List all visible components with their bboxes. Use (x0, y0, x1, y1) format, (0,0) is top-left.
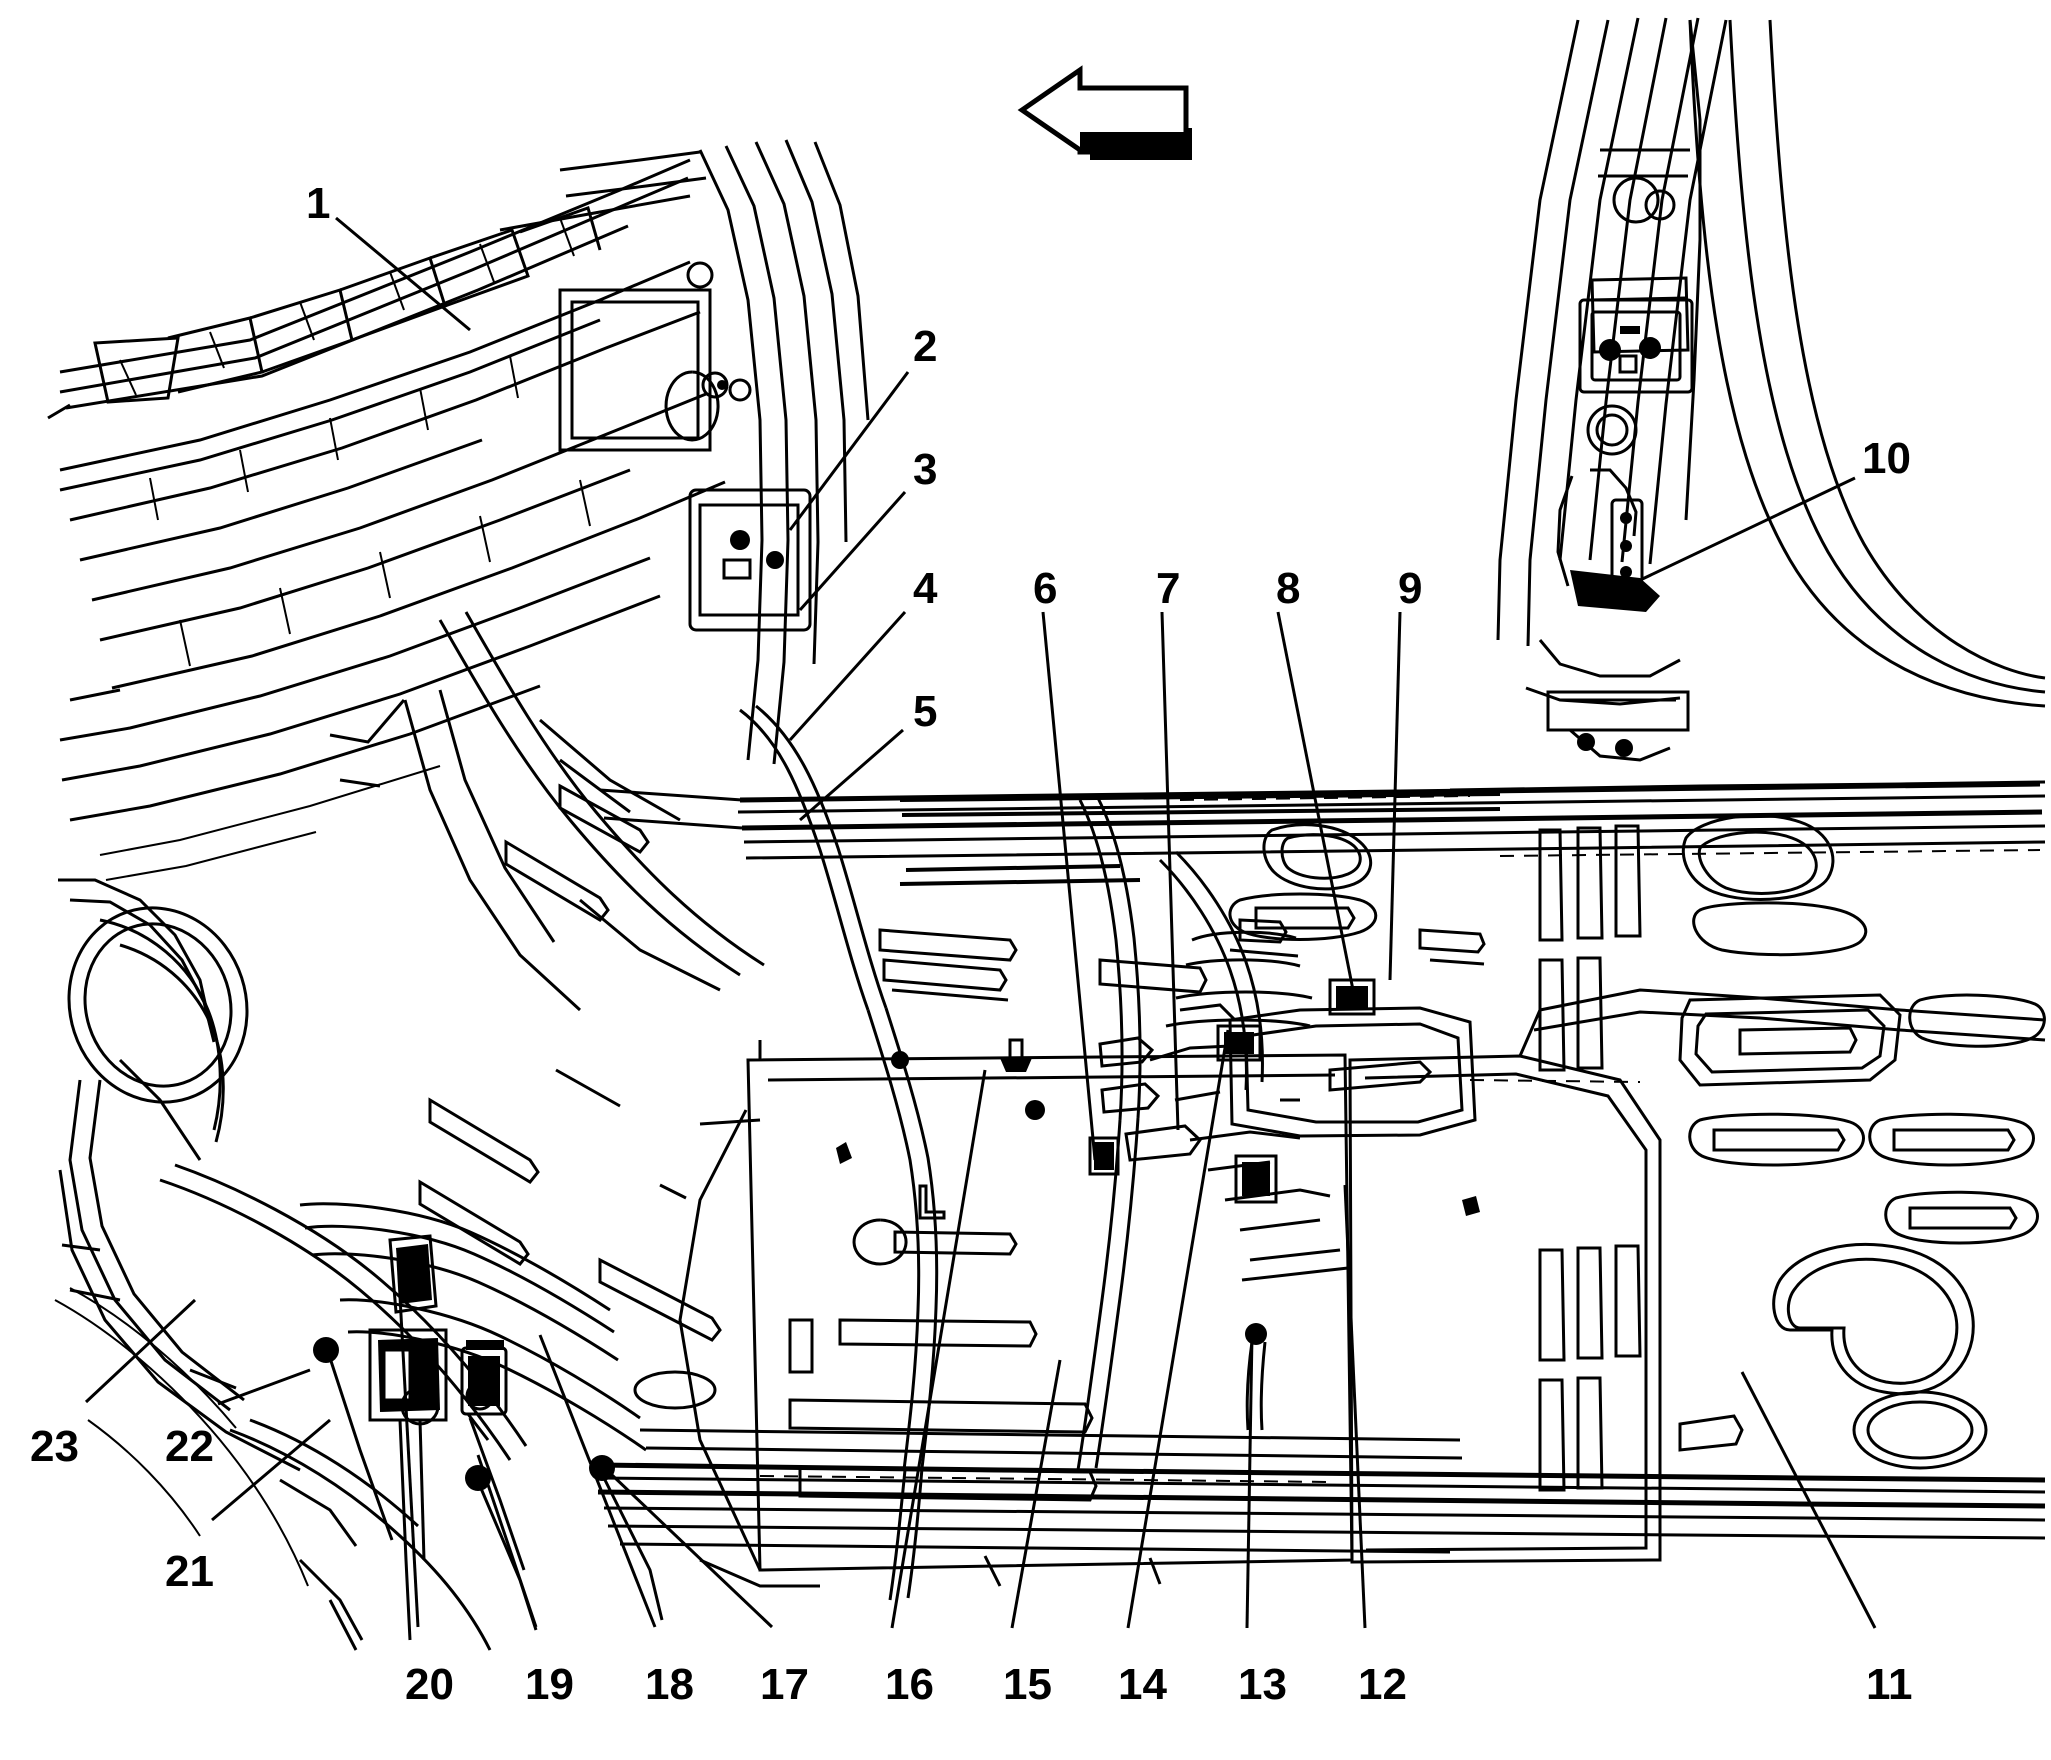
leader-line-3 (798, 491, 907, 611)
callout-number-20: 20 (405, 1660, 454, 1709)
callout-number-23: 23 (30, 1422, 79, 1471)
leader-line-13 (1245, 1334, 1254, 1629)
forward-arrow-icon (1017, 65, 1192, 160)
leader-line-16 (890, 1069, 987, 1629)
rear-floor-ribs-right (1538, 813, 2046, 1492)
leader-line-8 (1276, 611, 1357, 1001)
cowl-dash-structure (47, 158, 726, 822)
leader-line-2 (788, 371, 910, 531)
callout-number-16: 16 (885, 1660, 934, 1709)
callout-number-14: 14 (1118, 1660, 1167, 1709)
leader-line-20 (396, 1259, 420, 1628)
callout-number-22: 22 (165, 1422, 214, 1471)
callout-number-1: 1 (306, 179, 331, 228)
callout-number-13: 13 (1238, 1660, 1287, 1709)
callout-number-6: 6 (1033, 564, 1058, 613)
leader-line-21 (211, 1418, 331, 1522)
leader-line-1 (335, 216, 471, 332)
roof-rail-curve (1449, 19, 2046, 792)
leader-line-23 (84, 1298, 197, 1404)
callout-number-19: 19 (525, 1660, 574, 1709)
leader-line-12 (1343, 1184, 1367, 1629)
tunnel-harness-loops (1098, 823, 1378, 1162)
callout-number-3: 3 (913, 445, 938, 494)
fender-lip-detail (54, 1287, 309, 1587)
callout-number-15: 15 (1003, 1660, 1052, 1709)
hinge-pillar (499, 139, 870, 765)
rear-seat-riser (1348, 988, 2046, 1564)
callout-number-11: 11 (1866, 1660, 1913, 1709)
callout-leader-lines (84, 216, 1877, 1629)
callout-number-17: 17 (760, 1660, 809, 1709)
dash-panel-large (329, 611, 765, 1012)
leader-line-10 (1614, 476, 1856, 594)
leader-line-9 (1388, 611, 1402, 981)
callout-number-7: 7 (1156, 564, 1181, 613)
leader-line-18 (538, 1334, 657, 1628)
seat-crossmember (1149, 1003, 1477, 1282)
b-pillar (1496, 17, 1728, 762)
leader-line-14 (1126, 1029, 1230, 1629)
rocker-panel-upper-edge (739, 781, 2043, 831)
leader-line-19 (476, 1454, 538, 1628)
upper-sill-strips (899, 792, 1501, 886)
leader-line-7 (1160, 611, 1180, 1131)
callout-number-21: 21 (165, 1547, 214, 1596)
floor-studs-and-brackets (699, 928, 1486, 1220)
callout-number-10: 10 (1862, 434, 1911, 483)
leader-line-17 (610, 1473, 774, 1629)
callout-number-8: 8 (1276, 564, 1301, 613)
leader-line-22 (217, 1368, 311, 1406)
pillar-panel-cutouts (558, 261, 812, 632)
callout-number-12: 12 (1358, 1660, 1407, 1709)
leader-line-15 (1010, 1359, 1062, 1629)
leader-line-11 (1740, 1371, 1877, 1629)
leader-line-4 (788, 610, 907, 742)
panel-seam-dashes (759, 795, 2041, 1483)
lower-sill-band (597, 1462, 2046, 1509)
leader-line-6 (1041, 611, 1097, 1161)
callout-number-18: 18 (645, 1660, 694, 1709)
callout-number-2: 2 (913, 322, 938, 371)
callout-number-4: 4 (913, 564, 938, 613)
left-lower-structure (61, 1058, 528, 1651)
leader-line-5 (799, 728, 904, 822)
callout-number-5: 5 (913, 687, 938, 736)
callout-number-9: 9 (1398, 564, 1423, 613)
